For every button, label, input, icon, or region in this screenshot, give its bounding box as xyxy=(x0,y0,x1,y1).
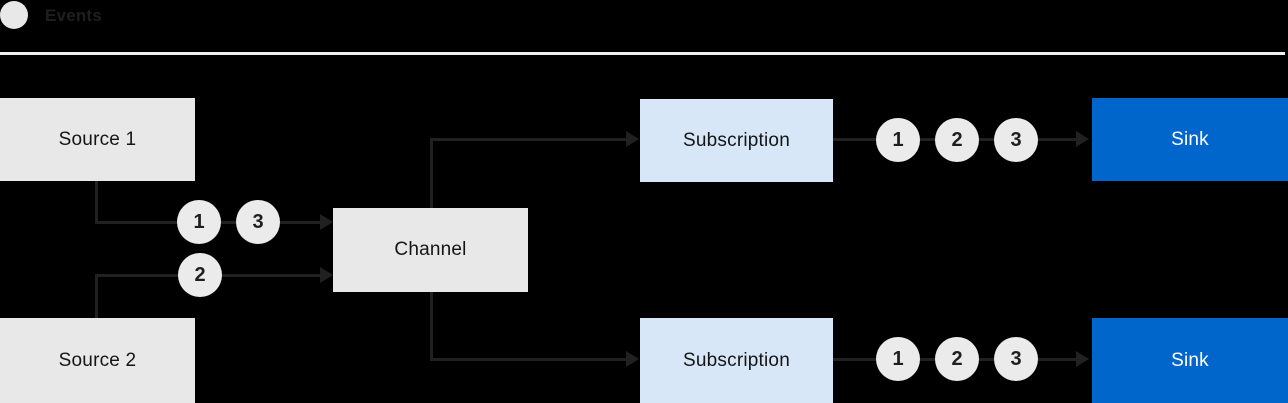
node-subscription-top-label: Subscription xyxy=(683,129,790,151)
event-badge-1: 1 xyxy=(876,337,920,381)
arrowhead-into-subscription-bottom xyxy=(626,351,639,367)
connector-channel-up xyxy=(430,140,433,208)
arrowhead-into-sink-top xyxy=(1076,131,1089,147)
node-source-1-label: Source 1 xyxy=(58,128,137,150)
event-badge-3: 3 xyxy=(236,200,280,244)
event-badge-2: 2 xyxy=(178,253,222,297)
arrowhead-into-sink-bottom xyxy=(1076,351,1089,367)
legend-divider xyxy=(0,52,1285,55)
event-badge-1: 1 xyxy=(876,118,920,162)
node-sink-bottom: Sink xyxy=(1092,318,1288,403)
connector-channel-to-subscription-bottom xyxy=(430,358,626,361)
node-channel-label: Channel xyxy=(394,239,467,260)
event-badge-2: 2 xyxy=(935,118,979,162)
node-source-1: Source 1 xyxy=(0,98,195,181)
event-badge-3: 3 xyxy=(994,118,1038,162)
node-subscription-bottom: Subscription xyxy=(640,318,833,403)
node-sink-top-label: Sink xyxy=(1171,128,1209,150)
event-badge-1: 1 xyxy=(177,200,221,244)
node-source-2: Source 2 xyxy=(0,318,195,403)
legend-label: Events xyxy=(45,6,102,25)
arrowhead-into-subscription-top xyxy=(626,131,639,147)
event-badge-2: 2 xyxy=(935,337,979,381)
node-sink-top: Sink xyxy=(1092,98,1288,181)
node-subscription-bottom-label: Subscription xyxy=(683,349,790,371)
node-channel: Channel xyxy=(333,208,528,292)
connector-channel-down xyxy=(430,292,433,360)
node-source-2-label: Source 2 xyxy=(58,349,137,371)
arrowhead-into-channel-top xyxy=(320,214,333,230)
node-sink-bottom-label: Sink xyxy=(1171,349,1209,371)
event-badge-3: 3 xyxy=(994,337,1038,381)
connector-source1-down xyxy=(95,181,98,223)
node-subscription-top: Subscription xyxy=(640,99,833,182)
event-circle-legend-icon xyxy=(0,1,28,29)
connector-channel-to-subscription-top xyxy=(430,138,626,141)
connector-source2-up xyxy=(95,276,98,318)
arrowhead-into-channel-bottom xyxy=(320,267,333,283)
